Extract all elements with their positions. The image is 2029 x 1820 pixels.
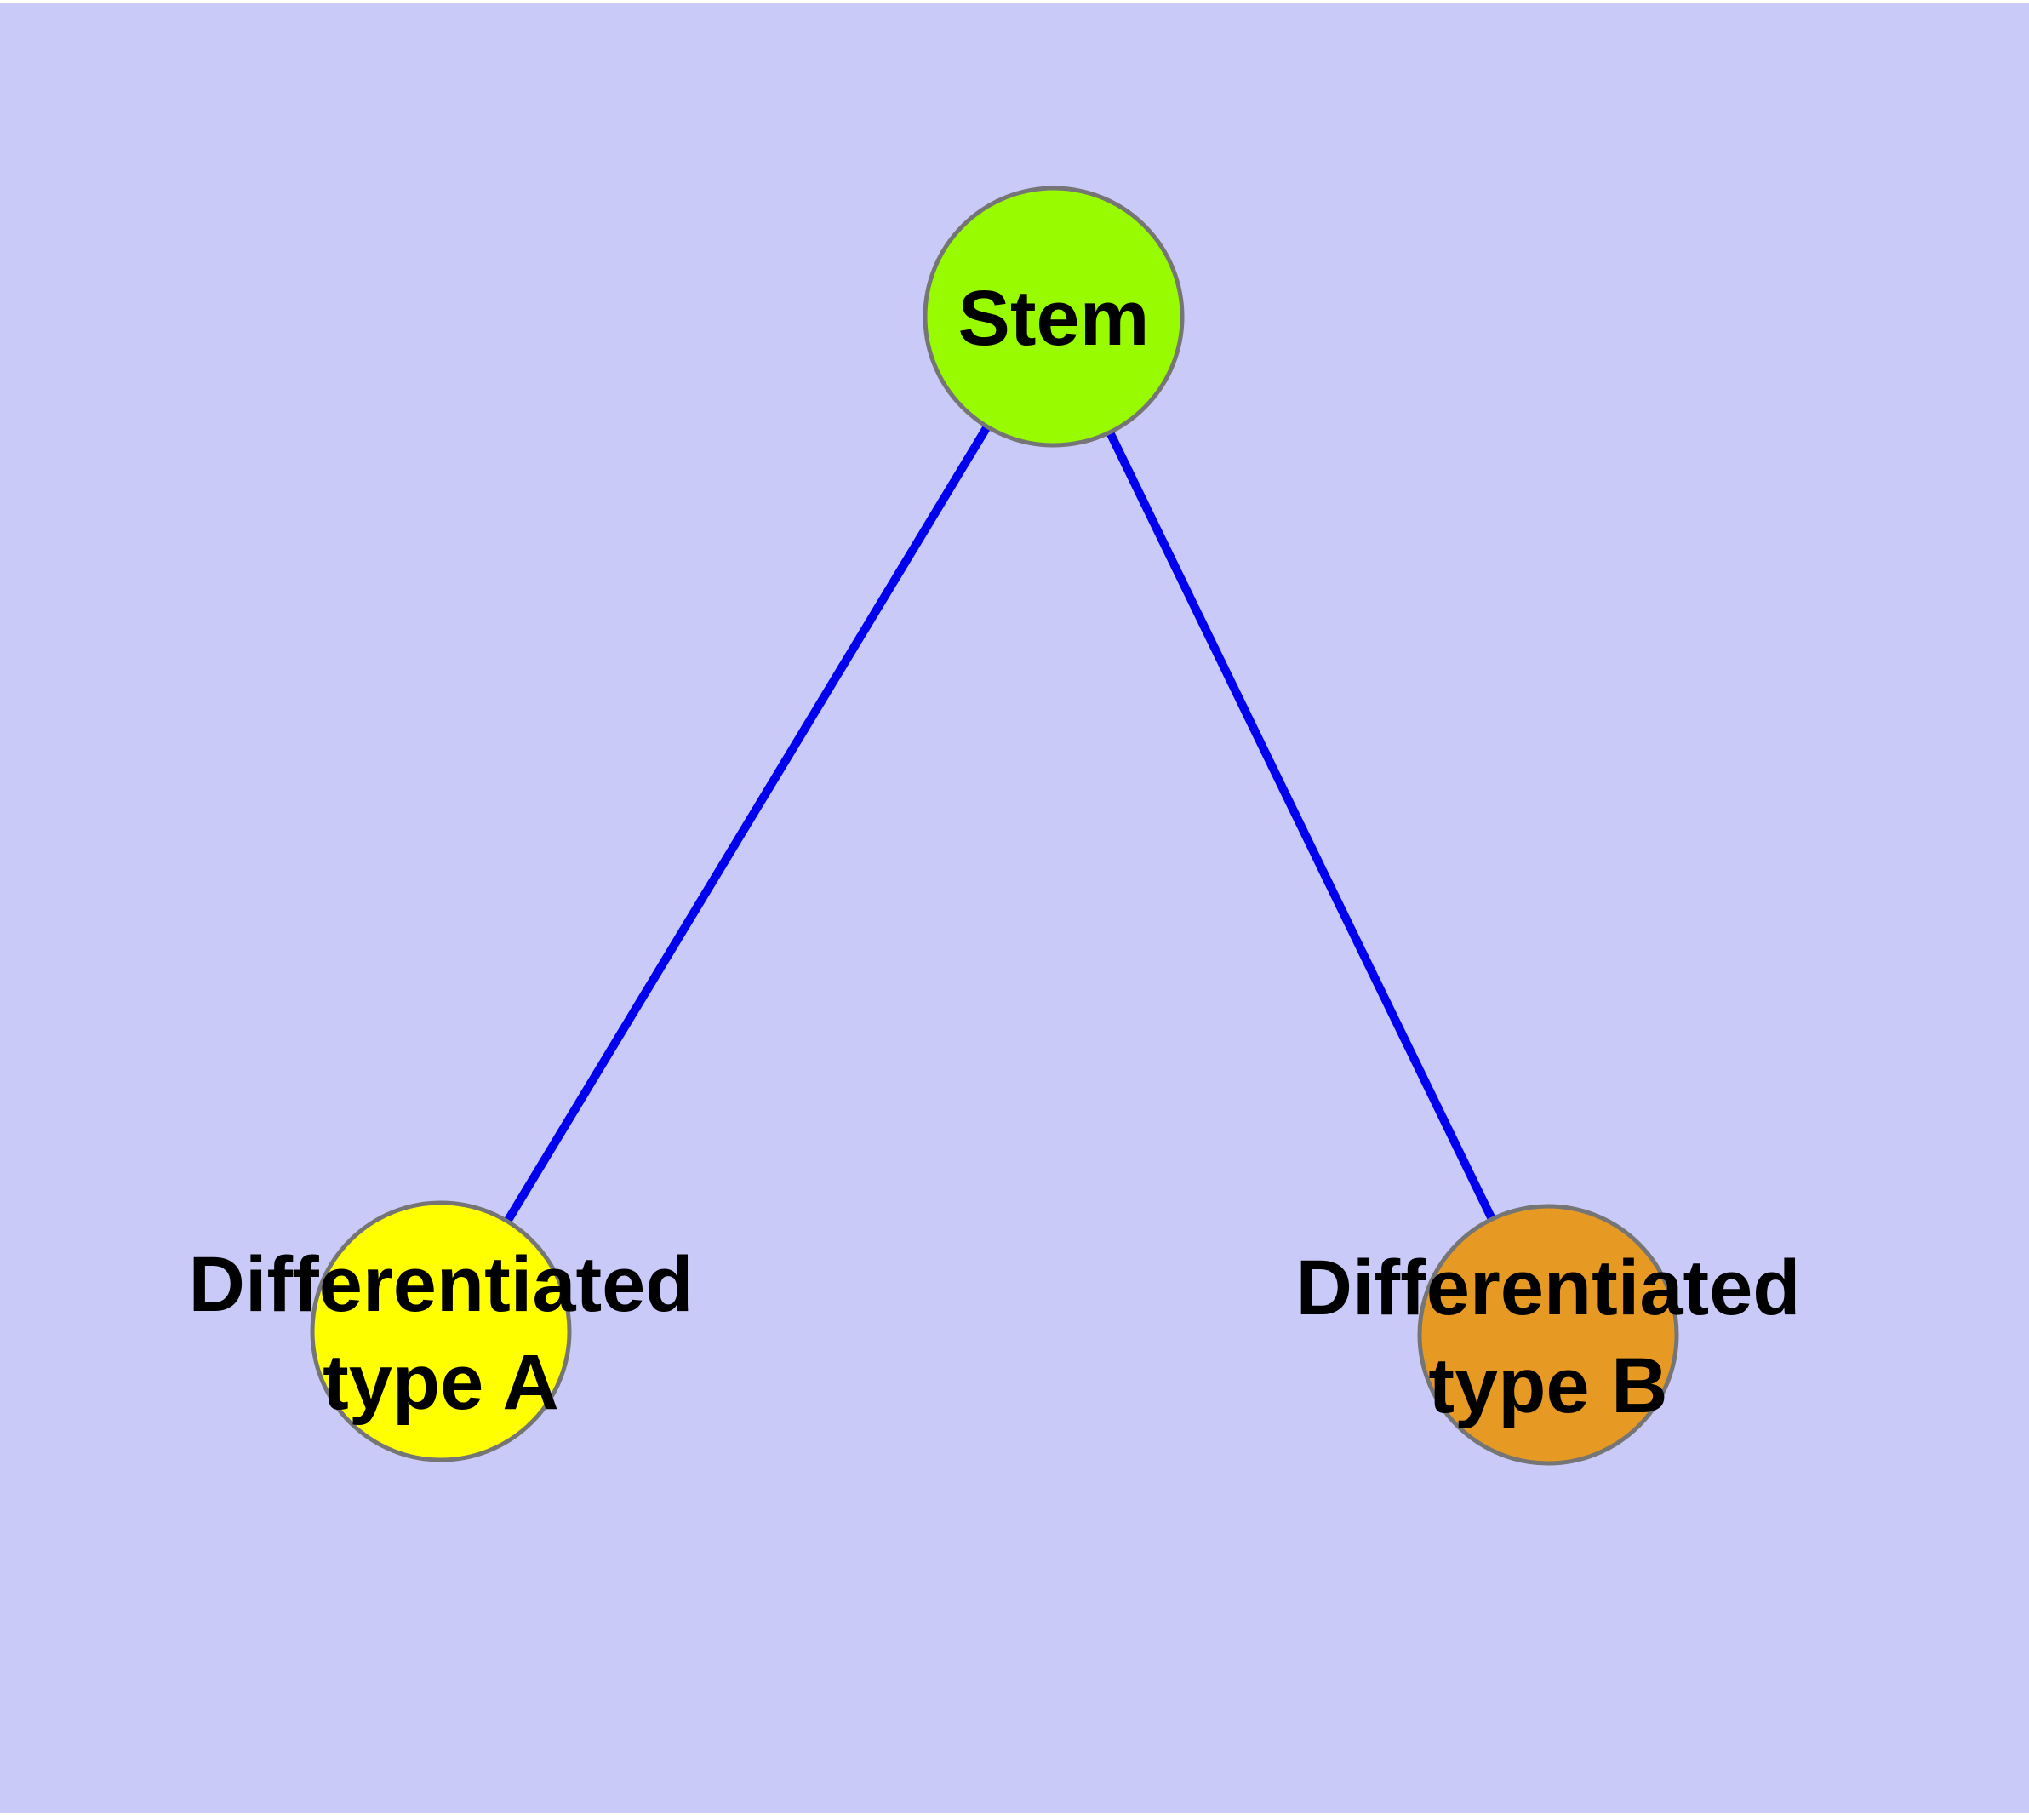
node-diff-b[interactable] [1417,1204,1679,1466]
node-diff-a[interactable] [310,1200,572,1462]
nodes-layer [310,186,1679,1466]
edges-layer [437,314,1552,1337]
edge-stem-to-diff-b [1049,314,1552,1337]
edge-stem-to-diff-a [437,314,1058,1334]
node-stem[interactable] [923,186,1185,448]
